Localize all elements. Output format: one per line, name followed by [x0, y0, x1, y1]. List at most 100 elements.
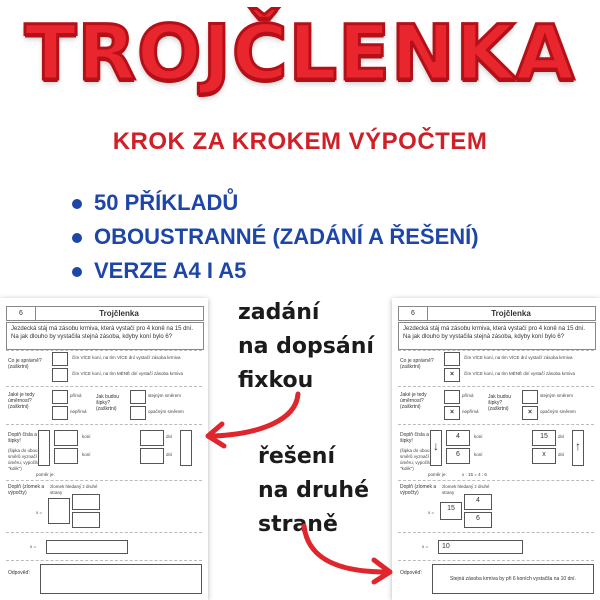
checkbox-checked: ×	[444, 406, 460, 420]
q5-hint: zlomek hledaný z druhé strany	[50, 484, 98, 495]
checkbox	[444, 390, 460, 404]
q2-label: Jaké je tedy úměrnost? (zaškrtni)	[8, 392, 35, 410]
unit-koni: koní	[82, 434, 91, 439]
worksheet-title: Trojčlenka	[99, 309, 139, 318]
worksheet-number: 6	[399, 307, 428, 320]
feature-list: 50 PŘÍKLADŮ OBOUSTRANNÉ (ZADÁNÍ A ŘEŠENÍ…	[72, 186, 479, 288]
q5-label: Doplň (zlomek a výpočty)	[8, 484, 45, 496]
q5-label: Doplň (zlomek a výpočty)	[400, 484, 437, 496]
checkbox	[522, 390, 538, 404]
arrow-down-icon: ↓	[430, 430, 442, 466]
note-task: zadání na dopsání fixkou	[238, 296, 374, 398]
checkbox	[52, 368, 68, 382]
ratio-label: poměr je:	[428, 472, 447, 477]
feature-text: OBOUSTRANNÉ (ZADÁNÍ A ŘEŠENÍ)	[94, 224, 479, 249]
arrow-right-icon	[301, 523, 393, 585]
unit-dni: dní	[166, 452, 173, 457]
checkbox	[52, 390, 68, 404]
number-box	[72, 494, 100, 510]
bullet-dot-icon	[72, 267, 82, 277]
checkbox	[130, 406, 146, 420]
q3-option-1: stejným směrem	[148, 393, 182, 398]
unit-koni: koní	[82, 452, 91, 457]
q1-option-1: čím VÍCE koní, na tím VÍCE dní vystačí z…	[72, 355, 181, 360]
worksheet-title: Trojčlenka	[491, 309, 531, 318]
answer-box	[40, 564, 202, 594]
number-box	[72, 512, 100, 528]
divider	[398, 386, 594, 387]
divider	[6, 532, 202, 533]
number-box	[48, 498, 70, 524]
bullet-dot-icon	[72, 233, 82, 243]
number-box: x	[532, 448, 556, 464]
worksheet-solution: 6 Trojčlenka Jezdecká stáj má zásobu krm…	[392, 298, 600, 600]
checkbox	[444, 352, 460, 366]
divider	[6, 386, 202, 387]
note-line: straně	[258, 512, 338, 537]
note-line: řešení	[258, 444, 335, 469]
number-box: 4	[464, 494, 492, 510]
q1-option-2: čím VÍCE koní, na tím MÉNĚ dní vystačí z…	[72, 371, 184, 376]
subtitle: KROK ZA KROKEM VÝPOČTEM	[112, 128, 488, 155]
result-box: 10	[438, 540, 523, 554]
q4-label: Doplň čísla a šipky!	[400, 432, 429, 444]
answer-label: Odpověď:	[400, 570, 422, 576]
worksheet-header: 6 Trojčlenka	[398, 306, 596, 321]
q2-option-1: přímá	[70, 393, 82, 398]
feature-item: 50 PŘÍKLADŮ	[72, 186, 479, 220]
feature-text: VERZE A4 I A5	[94, 258, 247, 283]
q3-option-2: opačným směrem	[540, 409, 576, 414]
note-line: na dopsání	[238, 334, 374, 359]
q1-option-2: čím VÍCE koní, na tím MÉNĚ dní vystačí z…	[464, 371, 576, 376]
number-box: 4	[446, 430, 470, 446]
divider	[6, 424, 202, 425]
divider	[398, 532, 594, 533]
unit-dni: dní	[166, 434, 173, 439]
q3-option-2: opačným směrem	[148, 409, 184, 414]
divider	[398, 480, 594, 481]
q2-label: Jaké je tedy úměrnost? (zaškrtni)	[400, 392, 427, 410]
q2-option-2: nepřímá	[462, 409, 479, 414]
arrow-left-icon	[205, 391, 301, 449]
x-equals: x =	[36, 510, 43, 515]
number-box	[140, 430, 164, 446]
unit-koni: koní	[474, 434, 483, 439]
arrow-box	[38, 430, 50, 466]
x-equals: x =	[422, 544, 429, 549]
x-equals: x =	[428, 510, 435, 515]
answer-box: Stejná zásoba krmiva by při 6 koních vys…	[432, 564, 594, 594]
bullet-dot-icon	[72, 199, 82, 209]
checkbox	[130, 390, 146, 404]
q4-hint: (šipka do obou směrů vyznačí úměru; vypo…	[400, 448, 434, 471]
arrow-up-icon: ↑	[572, 430, 584, 466]
divider	[398, 560, 594, 561]
q3-option-1: stejným směrem	[540, 393, 574, 398]
note-line: zadání	[238, 300, 320, 325]
worksheet-task-text: Jezdecká stáj má zásobu krmiva, která vy…	[6, 322, 204, 350]
note-line: fixkou	[238, 368, 314, 393]
number-box: 15	[440, 502, 462, 520]
worksheet-header: 6 Trojčlenka	[6, 306, 204, 321]
unit-koni: koní	[474, 452, 483, 457]
q1-label: Co je správně? (zaškrtni)	[400, 358, 434, 370]
q3-label: Jak budou šipky? (zaškrtni)	[488, 394, 512, 412]
checkbox-checked: ×	[522, 406, 538, 420]
answer-label: Odpověď:	[8, 570, 30, 576]
result-box	[46, 540, 128, 554]
q3-label: Jak budou šipky? (zaškrtni)	[96, 394, 120, 412]
divider	[398, 424, 594, 425]
feature-text: 50 PŘÍKLADŮ	[94, 190, 239, 215]
number-box	[54, 448, 78, 464]
ratio-label: poměr je:	[36, 472, 55, 477]
q2-option-1: přímá	[462, 393, 474, 398]
number-box	[140, 448, 164, 464]
x-equals: x =	[30, 544, 37, 549]
unit-dni: dní	[558, 452, 565, 457]
divider	[6, 480, 202, 481]
q4-hint: (šipka do obou směrů vyznačí úměru; vypo…	[8, 448, 42, 471]
worksheet-number: 6	[7, 307, 36, 320]
number-box: 15	[532, 430, 556, 446]
checkbox	[52, 352, 68, 366]
worksheet-task: 6 Trojčlenka Jezdecká stáj má zásobu krm…	[0, 298, 208, 600]
q1-option-1: čím VÍCE koní, na tím VÍCE dní vystačí z…	[464, 355, 573, 360]
